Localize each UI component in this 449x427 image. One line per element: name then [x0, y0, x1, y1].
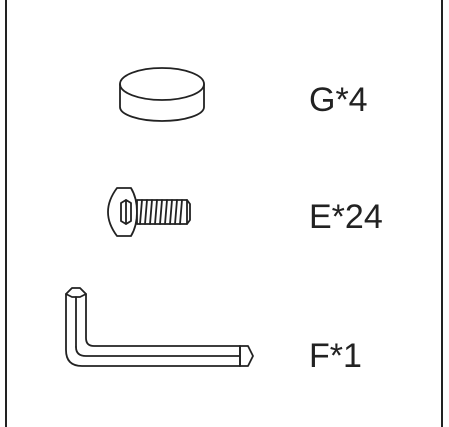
- right-border: [441, 0, 443, 427]
- screw-icon: [107, 187, 191, 237]
- part-f-quantity-label: F*1: [309, 337, 362, 375]
- hex-key-icon: [65, 287, 254, 367]
- part-e-quantity-label: E*24: [309, 198, 383, 236]
- part-g-quantity-label: G*4: [309, 81, 368, 119]
- cap-icon: [119, 67, 205, 122]
- left-border: [5, 0, 7, 427]
